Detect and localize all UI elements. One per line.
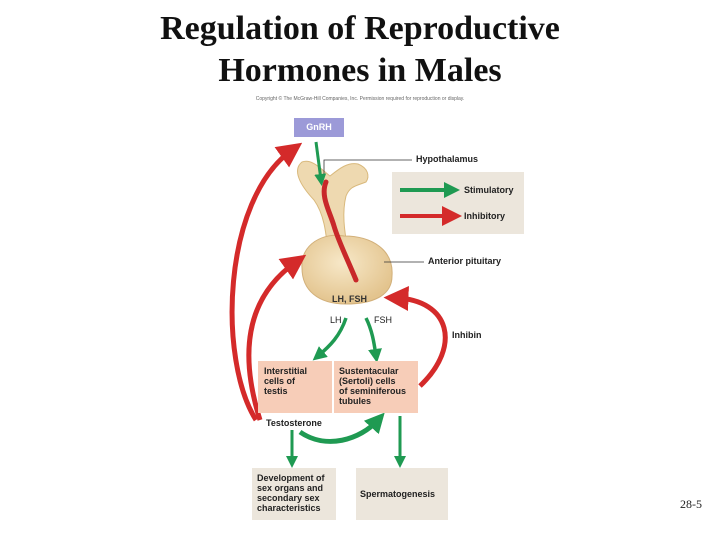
title-line-2: Hormones in Males	[218, 52, 502, 89]
legend-swatches	[400, 182, 462, 226]
development-line: sex organs and	[257, 483, 324, 493]
spermatogenesis-box: Spermatogenesis	[356, 468, 448, 520]
interstitial-cells-box: Interstitial cells of testis	[258, 361, 332, 413]
development-box: Development of sex organs and secondary …	[252, 468, 336, 520]
hypothalamus-pointer	[323, 159, 412, 174]
testosterone-label: Testosterone	[266, 418, 322, 428]
legend: Stimulatory Inhibitory	[392, 172, 524, 234]
sertoli-line: of seminiferous	[339, 386, 407, 396]
legend-inhibitory: Inhibitory	[464, 211, 505, 221]
sertoli-line: (Sertoli) cells	[339, 376, 396, 386]
fsh-label: FSH	[374, 315, 392, 325]
sertoli-cells-box: Sustentacular (Sertoli) cells of seminif…	[334, 361, 418, 413]
page-number: 28-5	[680, 497, 702, 511]
portal-vessel	[321, 179, 359, 283]
testosterone-to-sertoli-arrow	[298, 412, 385, 444]
anterior-pituitary-shape	[301, 234, 393, 305]
interstitial-line: cells of	[264, 376, 296, 386]
development-line: characteristics	[257, 503, 321, 513]
copyright-notice: Copyright © The McGraw-Hill Companies, I…	[255, 96, 465, 102]
gnrh-to-pituitary-arrow	[314, 141, 327, 186]
lh-to-interstitial-arrow	[312, 317, 348, 361]
inhibin-arrow	[383, 285, 448, 388]
sertoli-line: Sustentacular	[339, 366, 399, 376]
slide-title: Regulation of Reproductive Hormones in M…	[0, 8, 720, 92]
lh-fsh-label: LH, FSH	[332, 294, 367, 304]
development-line: Development of	[257, 473, 325, 483]
anterior-pituitary-label: Anterior pituitary	[428, 256, 502, 266]
title-line-1: Regulation of Reproductive	[160, 10, 560, 47]
fsh-to-sertoli-arrow	[364, 317, 382, 363]
interstitial-line: Interstitial	[264, 366, 308, 376]
interstitial-line: testis	[264, 386, 288, 396]
gnrh-box: GnRH	[294, 118, 344, 137]
hypothalamus-label: Hypothalamus	[416, 154, 479, 164]
lh-label: LH	[330, 315, 342, 325]
development-line: secondary sex	[257, 493, 320, 503]
inhibin-label: Inhibin	[452, 330, 482, 340]
legend-stimulatory: Stimulatory	[464, 185, 514, 195]
testosterone-to-gnrh-arrow	[229, 142, 303, 422]
testosterone-to-pituitary-arrow	[246, 254, 307, 421]
sertoli-line: tubules	[339, 396, 372, 406]
